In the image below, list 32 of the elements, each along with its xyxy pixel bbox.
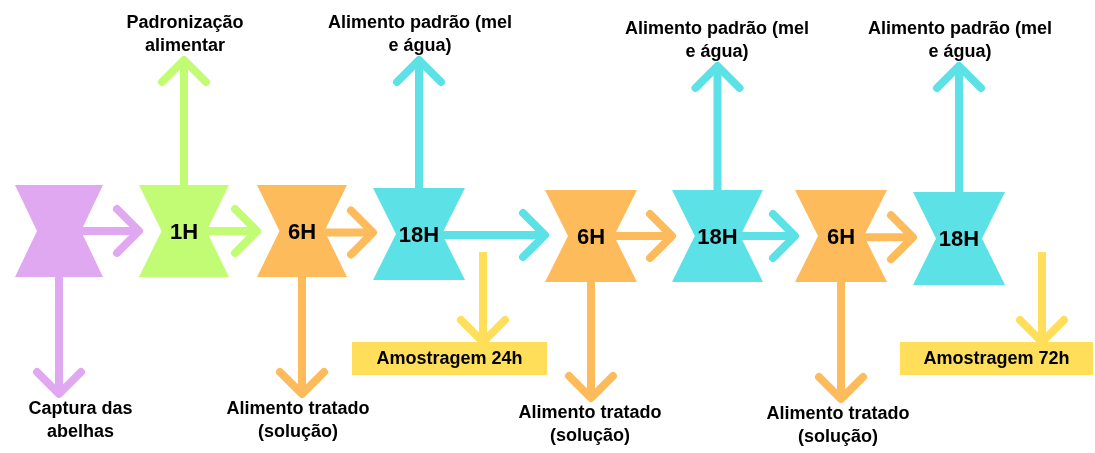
time-label: 6H (287, 217, 317, 246)
step-label: Captura das abelhas (8, 394, 153, 446)
step-label: Alimento tratado (solução) (490, 398, 690, 450)
time-label: 6H (826, 222, 856, 251)
arrow (324, 206, 377, 259)
arrow (81, 205, 143, 257)
arrow (691, 62, 744, 190)
arrow (206, 205, 261, 257)
step-label: Padronização alimentar (105, 8, 265, 60)
step-label: Alimento padrão (mel e água) (619, 14, 815, 66)
time-label: 18H (938, 225, 980, 253)
arrow (740, 210, 799, 262)
arrow (614, 210, 676, 262)
sample-tag: Amostragem 72h (900, 342, 1093, 375)
arrow (158, 56, 210, 185)
arrow (442, 209, 549, 261)
arrow (565, 282, 617, 402)
time-label: 18H (398, 220, 440, 249)
step-label: Alimento tratado (solução) (738, 399, 938, 451)
arrow (393, 56, 445, 188)
step-label: Alimento tratado (solução) (198, 394, 398, 446)
sample-tag: Amostragem 24h (352, 342, 547, 375)
time-label: 6H (576, 222, 606, 251)
step-label: Alimento padrão (mel e água) (862, 14, 1058, 66)
arrow (33, 277, 85, 398)
arrow (276, 277, 328, 398)
arrow (815, 282, 867, 403)
arrow (933, 62, 985, 192)
time-label: 18H (697, 222, 738, 251)
step-label: Alimento padrão (mel e água) (322, 8, 518, 60)
time-label: 1H (169, 217, 199, 246)
arrow (864, 211, 917, 264)
